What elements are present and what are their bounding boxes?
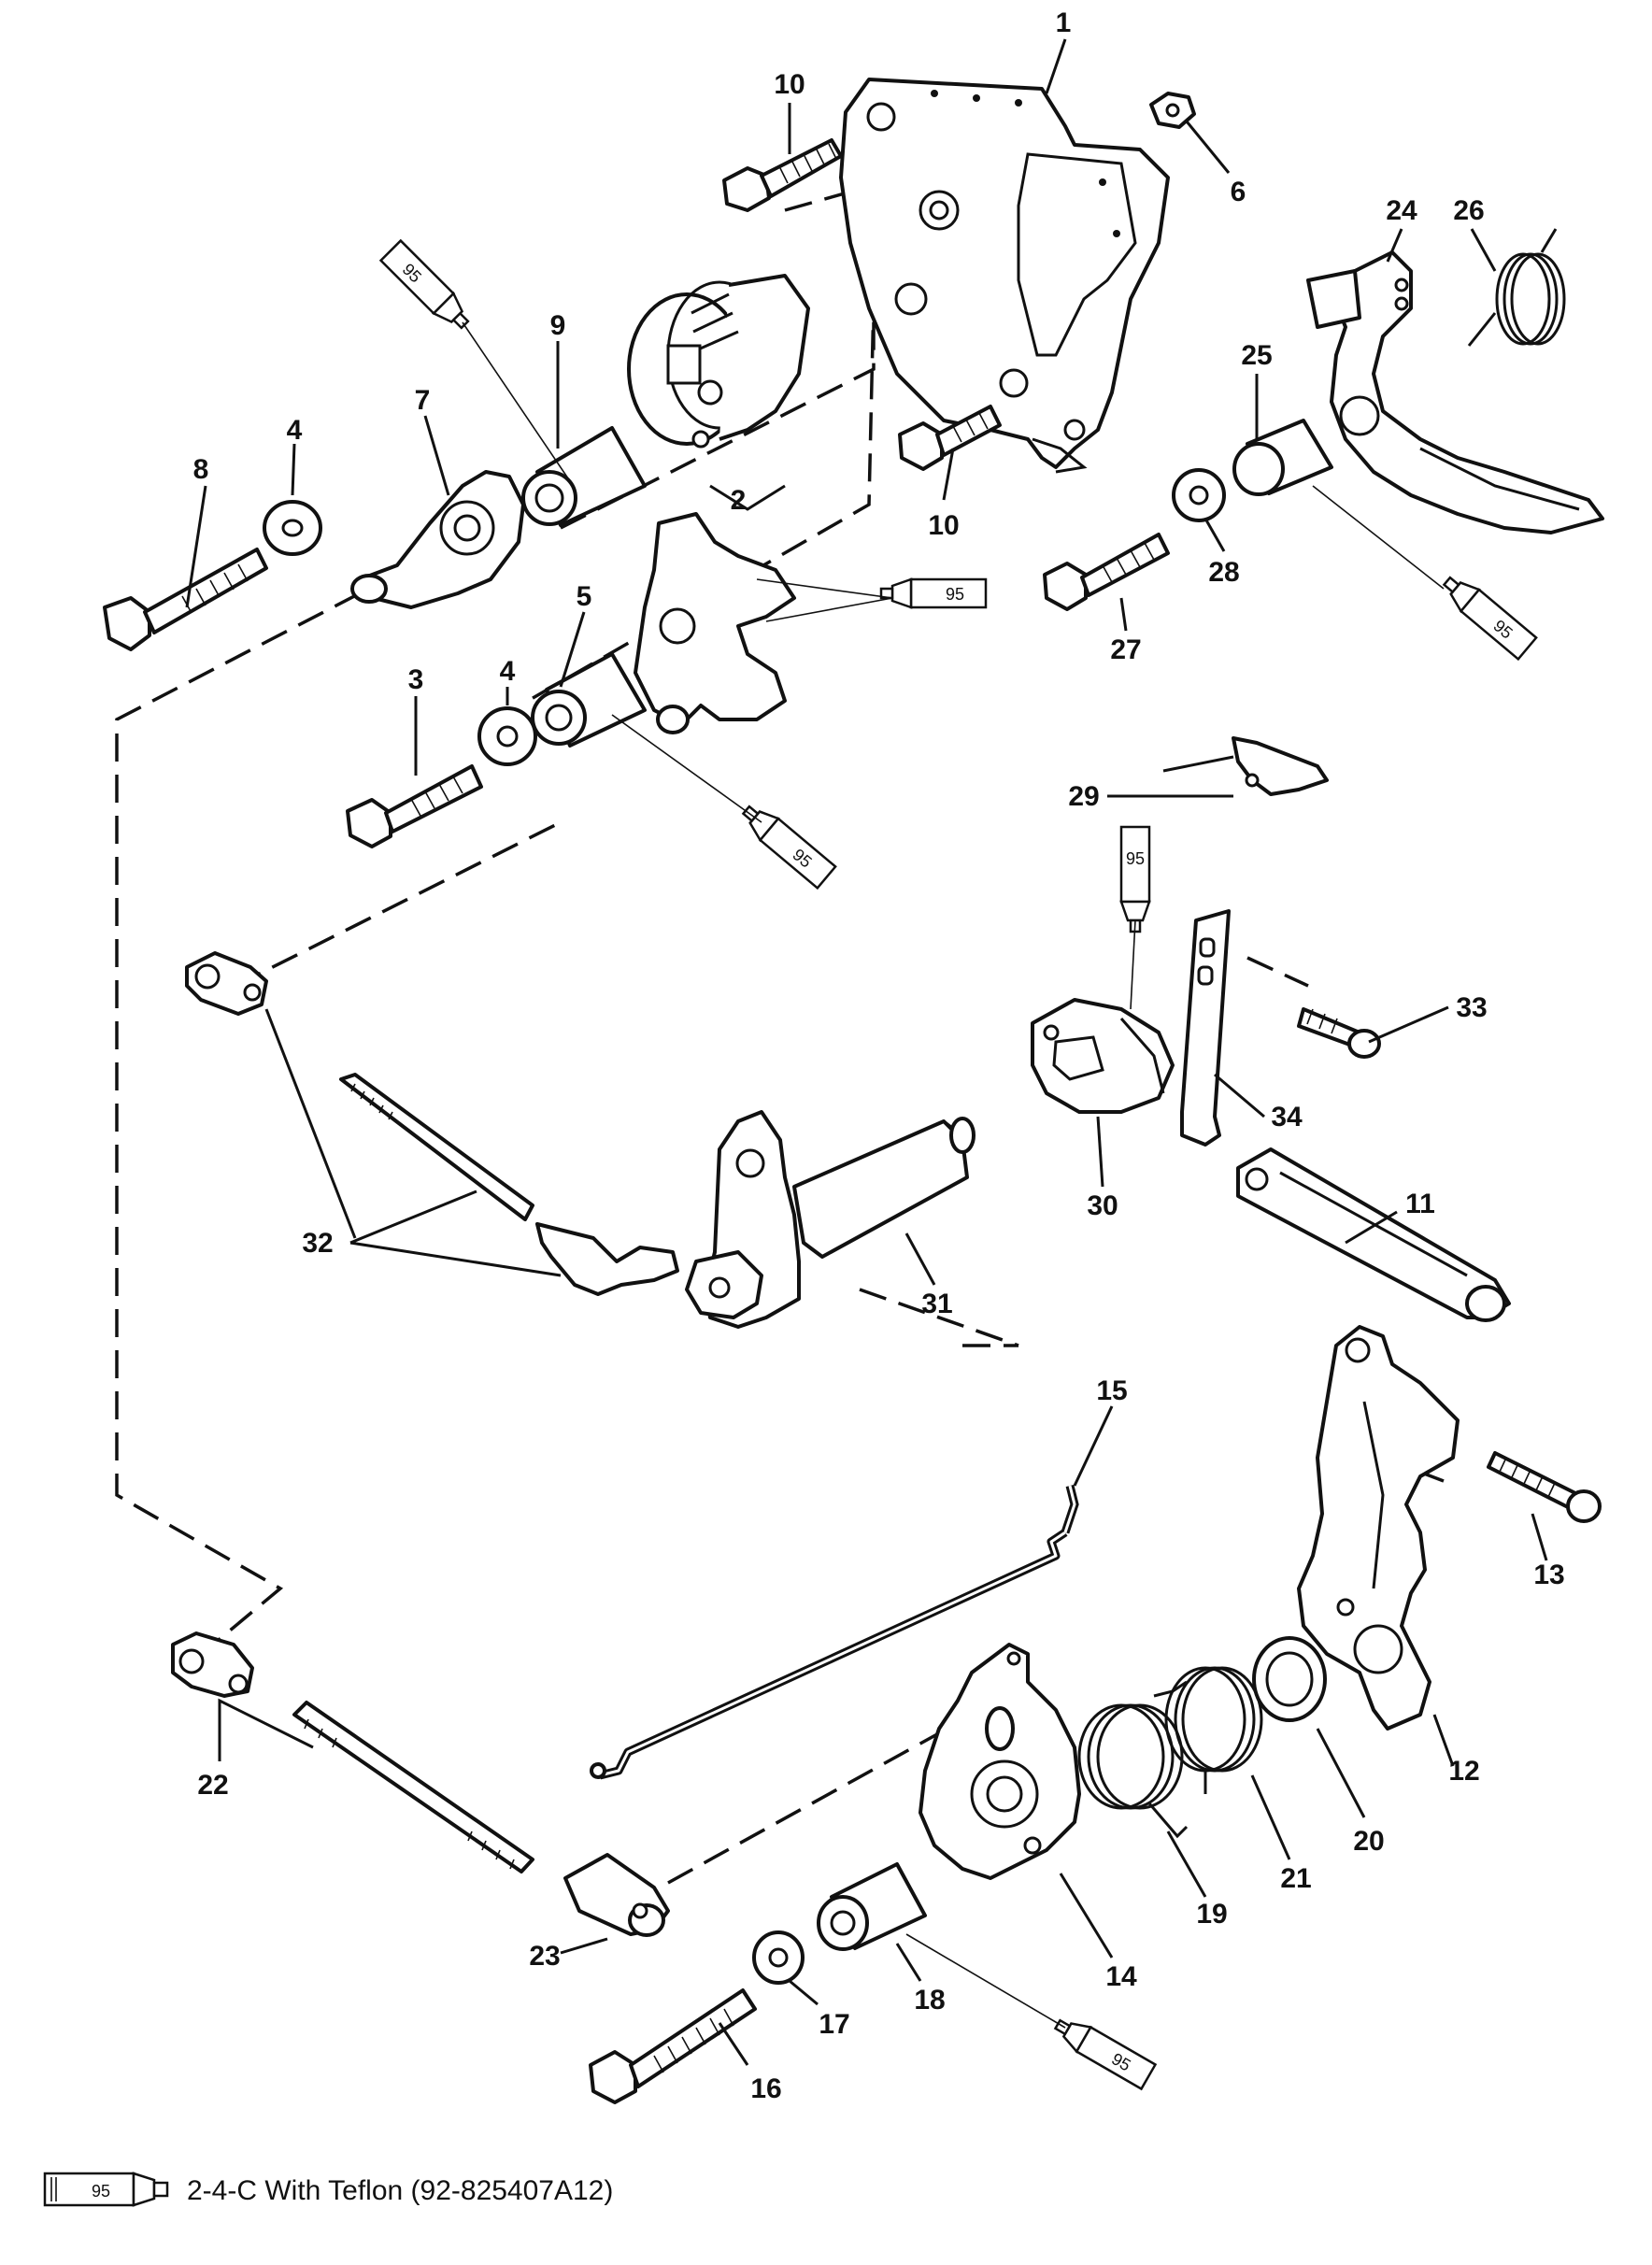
part-24-lever (1306, 250, 1604, 534)
part-10-bolt-middle (898, 405, 1002, 471)
callout-14: 14 (1105, 1961, 1137, 1992)
part-8-bolt (103, 548, 268, 651)
callout-26: 26 (1453, 195, 1484, 226)
part-15-wire-rod (590, 1484, 1079, 1780)
callout-6: 6 (1231, 177, 1246, 207)
callout-10-middle: 10 (928, 510, 959, 541)
callout-11: 11 (1405, 1189, 1435, 1219)
callout-7: 7 (415, 385, 431, 416)
part-4-washer-upper (263, 500, 322, 556)
legend-tube-label: 95 (92, 2182, 110, 2201)
callout-17: 17 (819, 2009, 849, 2040)
callout-15: 15 (1096, 1375, 1127, 1406)
callout-25: 25 (1241, 340, 1272, 371)
callout-10-upper: 10 (774, 69, 805, 100)
callout-31: 31 (921, 1289, 952, 1319)
callout-4-lower: 4 (500, 656, 516, 687)
part-22-rod-end (171, 1631, 534, 1873)
tube-2-label: 95 (946, 585, 964, 604)
lubricant-tube-5: 95 (1119, 825, 1151, 933)
part-3-bolt (346, 764, 483, 848)
lubricant-tube-2: 95 (879, 577, 988, 609)
callout-33: 33 (1456, 992, 1487, 1023)
callout-2: 2 (731, 485, 747, 516)
callout-19: 19 (1196, 1899, 1227, 1930)
part-10-bolt-upper (722, 138, 843, 212)
callout-28: 28 (1208, 557, 1239, 588)
callout-21: 21 (1280, 1863, 1311, 1894)
callout-22: 22 (197, 1770, 228, 1801)
part-1-bracket-plate (839, 78, 1170, 474)
lubricant-tube-3: 95 (1442, 576, 1538, 662)
part-17-washer (752, 1930, 805, 1985)
callout-34: 34 (1271, 1102, 1303, 1132)
callout-18: 18 (914, 1985, 945, 2016)
tube-pointer-lines (462, 321, 1445, 2029)
callout-24: 24 (1386, 195, 1417, 226)
tube-5-label: 95 (1126, 849, 1145, 868)
part-6-nut (1149, 92, 1196, 129)
part-25-spacer (1232, 419, 1333, 496)
part-16-bolt (589, 1988, 757, 2104)
legend: 95 2-4-C With Teflon (92-825407A12) (43, 2172, 613, 2207)
part-34-strap (1180, 909, 1231, 1147)
callout-labels: 1 2 3 4 4 5 6 7 8 9 10 10 11 12 13 14 15… (193, 7, 1565, 2104)
lubricant-tube-1: 95 (378, 238, 470, 330)
part-20-washer (1252, 1636, 1327, 1722)
callout-27: 27 (1110, 634, 1141, 665)
leader-lines (185, 38, 1548, 2066)
callout-16: 16 (750, 2073, 781, 2104)
part-27-bolt (1043, 533, 1170, 611)
part-21-spring (1153, 1666, 1263, 1794)
part-23-socket (563, 1853, 670, 1937)
part-26-spring (1467, 228, 1566, 347)
part-33-screw (1297, 1007, 1381, 1059)
callout-8: 8 (193, 454, 209, 485)
part-30-cam-block (1031, 998, 1175, 1114)
callout-13: 13 (1533, 1560, 1564, 1590)
callout-30: 30 (1087, 1190, 1118, 1221)
part-13-screw (1487, 1451, 1602, 1523)
part-9-spacer (521, 426, 647, 527)
assembly-dashed-lines (115, 166, 1445, 1885)
part-28-washer (1172, 468, 1226, 522)
callout-12: 12 (1448, 1756, 1479, 1787)
callout-9: 9 (550, 310, 566, 341)
part-5-spacer (531, 652, 647, 748)
part-18-spacer (817, 1862, 927, 1951)
part-2-throttle-cam (627, 274, 810, 449)
callout-4-upper: 4 (287, 415, 303, 446)
part-12-lever (1297, 1325, 1460, 1731)
part-31-shift-arm (685, 1110, 976, 1329)
part-32-link-rod (185, 951, 679, 1296)
callout-20: 20 (1353, 1826, 1384, 1857)
lubricant-tube-6: 95 (1053, 2018, 1158, 2091)
callout-1: 1 (1056, 7, 1072, 38)
lubricant-tube-4: 95 (741, 805, 837, 890)
part-29-clip (1162, 736, 1329, 796)
callout-29: 29 (1068, 781, 1099, 812)
part-19-spring (1077, 1703, 1189, 1839)
callout-23: 23 (529, 1941, 560, 1972)
part-7-link-housing (350, 470, 525, 609)
legend-text: 2-4-C With Teflon (92-825407A12) (187, 2175, 613, 2206)
legend-tube-icon: 95 (43, 2172, 169, 2207)
part-4-washer-lower (477, 706, 537, 766)
callout-5: 5 (577, 581, 592, 612)
throttle-arm (634, 512, 796, 734)
callout-3: 3 (408, 664, 424, 695)
part-14-cam-plate (919, 1643, 1081, 1880)
callout-32: 32 (302, 1228, 333, 1259)
part-11-link (1236, 1147, 1511, 1322)
